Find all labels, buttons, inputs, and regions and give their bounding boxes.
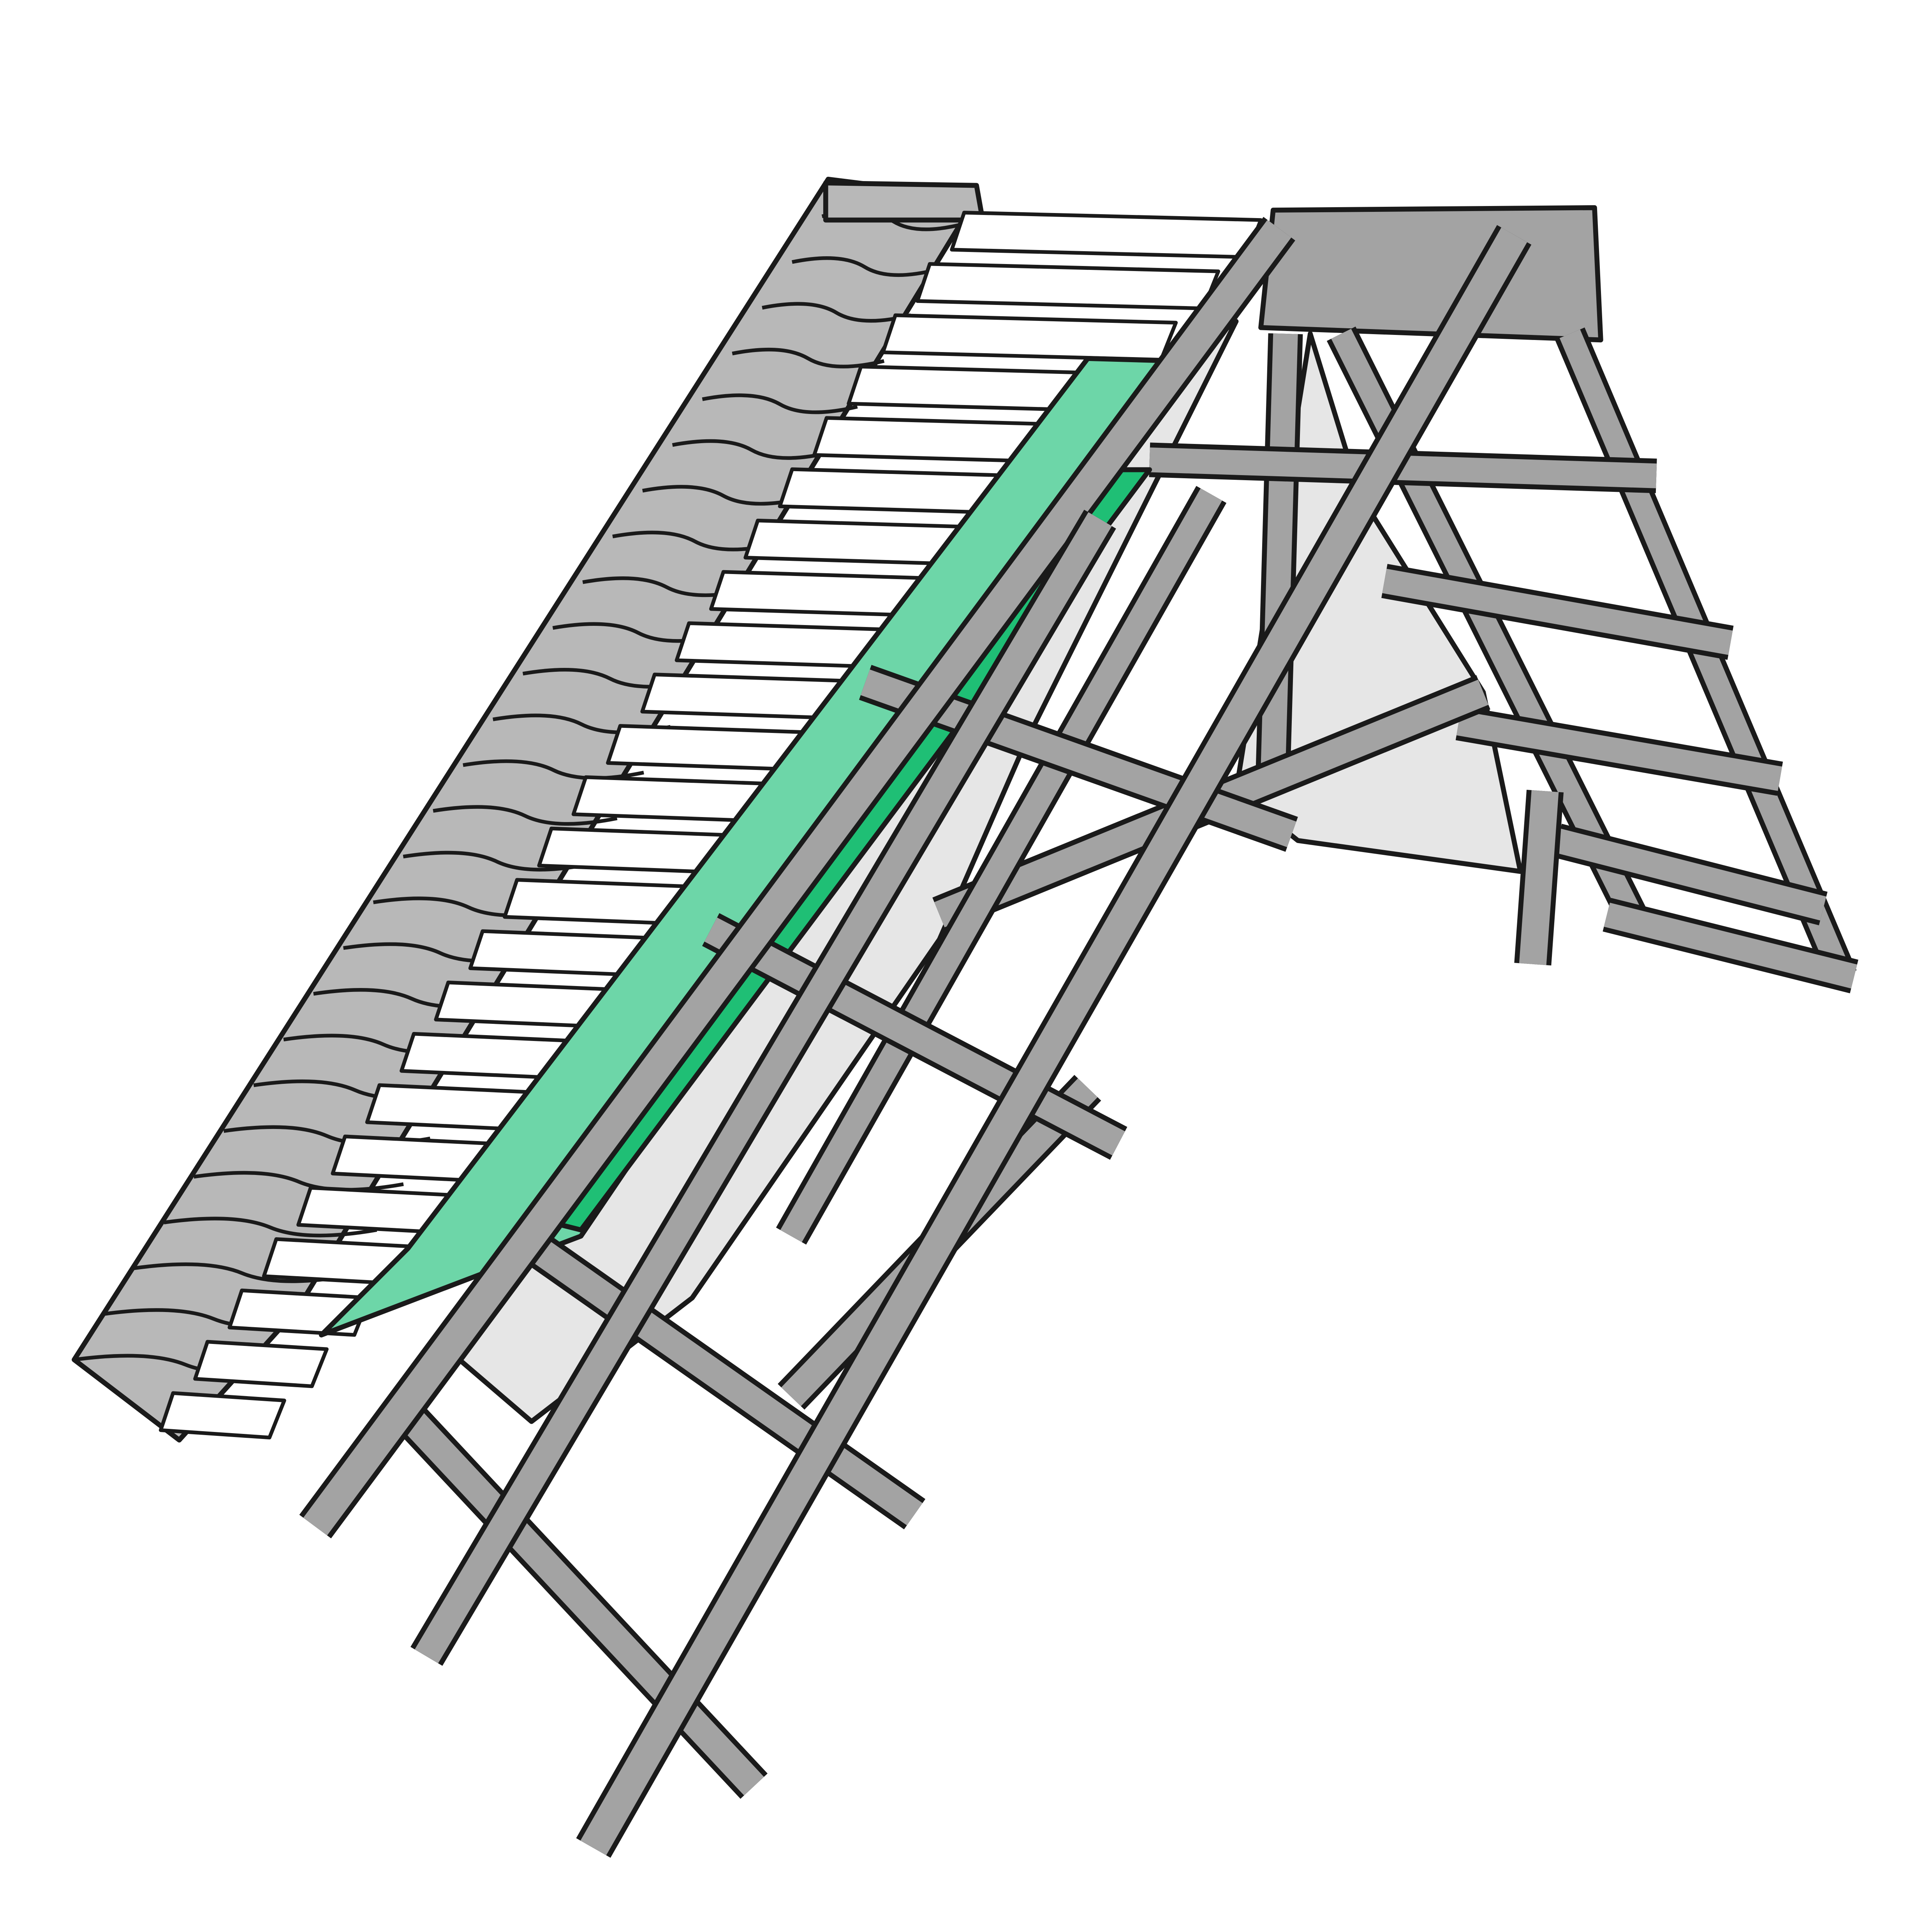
slate-tile-edge bbox=[164, 1217, 377, 1238]
slate-tile-edge bbox=[702, 393, 858, 414]
new-slate bbox=[950, 211, 1263, 259]
purlin-3 bbox=[392, 1400, 764, 1796]
slate-tile-edge bbox=[791, 256, 938, 277]
king-post bbox=[1261, 333, 1298, 767]
slate-tile-edge bbox=[762, 302, 911, 323]
slate-tile-edge bbox=[403, 851, 591, 872]
post-right bbox=[1519, 790, 1559, 965]
rafter-front-2 bbox=[414, 512, 1112, 1663]
purlin-2 bbox=[511, 1225, 923, 1525]
rafter-front-1 bbox=[303, 220, 1291, 1536]
right-batten-2 bbox=[1456, 711, 1782, 791]
slate-tile-edge bbox=[672, 439, 831, 460]
right-batten-4 bbox=[1604, 902, 1857, 989]
slate-tile-edge bbox=[642, 485, 805, 506]
right-batten-3 bbox=[1554, 828, 1826, 921]
ridge-beam bbox=[1258, 205, 1603, 343]
right-batten-1 bbox=[1382, 569, 1733, 655]
rafter-mid-back bbox=[780, 488, 1222, 1242]
new-slate bbox=[193, 1340, 329, 1388]
new-slate bbox=[881, 313, 1178, 362]
purlin-1 bbox=[704, 917, 1125, 1155]
new-slate bbox=[915, 262, 1220, 310]
slate-tile-edge bbox=[732, 347, 885, 368]
ridge-tile bbox=[823, 180, 985, 223]
slate-tile-edge bbox=[433, 805, 618, 826]
slate-tile-edge bbox=[612, 530, 778, 551]
new-slate bbox=[159, 1391, 286, 1440]
slate-tile-edge bbox=[134, 1262, 350, 1283]
front-timber-frame bbox=[299, 217, 1532, 1858]
rafter-front-3 bbox=[580, 227, 1527, 1856]
